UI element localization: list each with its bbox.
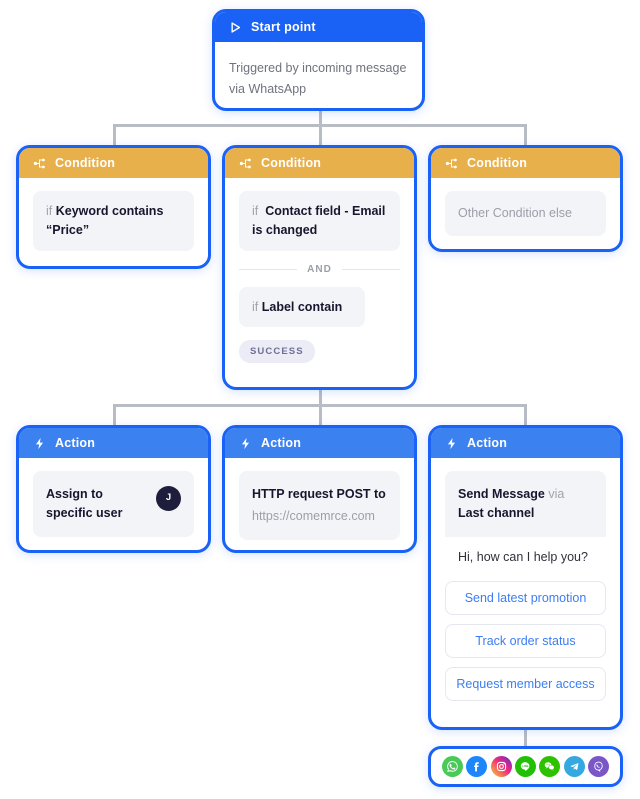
start-node-body: Triggered by incoming message via WhatsA… (215, 42, 422, 108)
svg-text:LINE: LINE (522, 764, 528, 768)
node-condition-2[interactable]: Condition if Contact field - Email is ch… (222, 145, 417, 390)
divider-left (239, 268, 298, 270)
condition-3-body: Other Condition else (431, 178, 620, 249)
quick-reply-button[interactable]: Track order status (445, 624, 606, 659)
condition-rule[interactable]: if Contact field - Email is changed (239, 191, 400, 251)
condition-1-header: Condition (19, 148, 208, 178)
divider-right (341, 268, 401, 270)
branch-icon (445, 157, 458, 170)
condition-rule-prefix: if (252, 204, 259, 218)
condition-rule-prefix: if (252, 299, 259, 314)
action-title-channel: Last channel (458, 505, 535, 520)
action-detail[interactable]: HTTP request POST to https://comemrce.co… (239, 471, 400, 540)
branch-icon (239, 157, 252, 170)
start-node-title: Start point (251, 19, 316, 34)
connector-to-action-2 (318, 404, 322, 426)
action-title: Assign to specific user (46, 487, 123, 520)
condition-rule-text: Keyword contains “Price” (46, 204, 164, 237)
start-node-description: Triggered by incoming message via WhatsA… (229, 61, 407, 96)
telegram-icon[interactable] (563, 756, 585, 777)
play-triangle-icon (229, 21, 242, 34)
connector-action3-to-channels (524, 728, 527, 748)
action-1-body: Assign to specific user J (19, 458, 208, 550)
connector-to-condition-2 (318, 124, 322, 146)
condition-1-title: Condition (55, 155, 116, 170)
condition-3-title: Condition (467, 155, 528, 170)
condition-rule[interactable]: if Keyword contains “Price” (33, 191, 194, 251)
connector-to-condition-1 (113, 124, 116, 146)
condition-2-body: if Contact field - Email is changed AND … (225, 178, 414, 377)
action-detail[interactable]: Assign to specific user J (33, 471, 194, 537)
connector-to-action-1 (113, 404, 116, 426)
node-condition-1[interactable]: Condition if Keyword contains “Price” (16, 145, 211, 269)
action-2-title: Action (261, 435, 302, 450)
connector-start-down (318, 108, 322, 126)
condition-rule-text: Contact field - Email is changed (252, 204, 386, 237)
action-2-body: HTTP request POST to https://comemrce.co… (225, 458, 414, 550)
lightning-bolt-icon (445, 437, 458, 450)
condition-rule-placeholder[interactable]: Other Condition else (445, 191, 606, 236)
action-2-header: Action (225, 428, 414, 458)
action-1-header: Action (19, 428, 208, 458)
avatar[interactable]: J (156, 486, 181, 511)
condition-rule[interactable]: if Label contain (239, 286, 365, 328)
condition-operator-label: AND (307, 263, 332, 275)
channel-bar[interactable]: LINE (428, 746, 623, 787)
node-action-3[interactable]: Action Send Message via Last channel Hi,… (428, 425, 623, 730)
connector-to-action-3 (524, 404, 527, 426)
action-url: https://comemrce.com (252, 508, 375, 523)
wechat-icon[interactable] (539, 756, 561, 777)
action-3-body: Send Message via Last channel Hi, how ca… (431, 458, 620, 702)
lightning-bolt-icon (239, 437, 252, 450)
condition-2-title: Condition (261, 155, 322, 170)
condition-3-header: Condition (431, 148, 620, 178)
lightning-bolt-icon (33, 437, 46, 450)
facebook-icon[interactable] (466, 756, 488, 777)
node-start-point[interactable]: Start point Triggered by incoming messag… (212, 9, 425, 111)
condition-rule-prefix: if (46, 204, 53, 218)
connector-to-condition-3 (524, 124, 527, 146)
line-icon[interactable]: LINE (514, 756, 536, 777)
node-action-1[interactable]: Action Assign to specific user J (16, 425, 211, 553)
action-1-title: Action (55, 435, 96, 450)
start-node-header: Start point (215, 12, 422, 42)
branch-icon (33, 157, 46, 170)
instagram-icon[interactable] (490, 756, 512, 777)
action-message-text[interactable]: Hi, how can I help you? (458, 549, 588, 564)
action-title-channel-verb: Send Message (458, 487, 545, 501)
action-detail[interactable]: Send Message via Last channel (445, 471, 606, 537)
whatsapp-icon[interactable] (442, 756, 463, 777)
node-action-2[interactable]: Action HTTP request POST to https://come… (222, 425, 417, 553)
viber-icon[interactable] (587, 756, 609, 777)
action-3-title: Action (467, 435, 508, 450)
node-condition-3[interactable]: Condition Other Condition else (428, 145, 623, 252)
action-3-header: Action (431, 428, 620, 458)
condition-2-header: Condition (225, 148, 414, 178)
action-title: HTTP request POST to (252, 487, 386, 501)
quick-reply-button[interactable]: Request member access (445, 667, 606, 702)
condition-rule-text: Label contain (261, 299, 343, 314)
condition-1-body: if Keyword contains “Price” (19, 178, 208, 265)
action-title-connector: via (548, 487, 565, 501)
quick-reply-button[interactable]: Send latest promotion (445, 581, 606, 616)
connector-condition2-down (318, 388, 322, 406)
condition-operator-row: AND (239, 263, 401, 275)
status-badge: SUCCESS (239, 340, 315, 364)
